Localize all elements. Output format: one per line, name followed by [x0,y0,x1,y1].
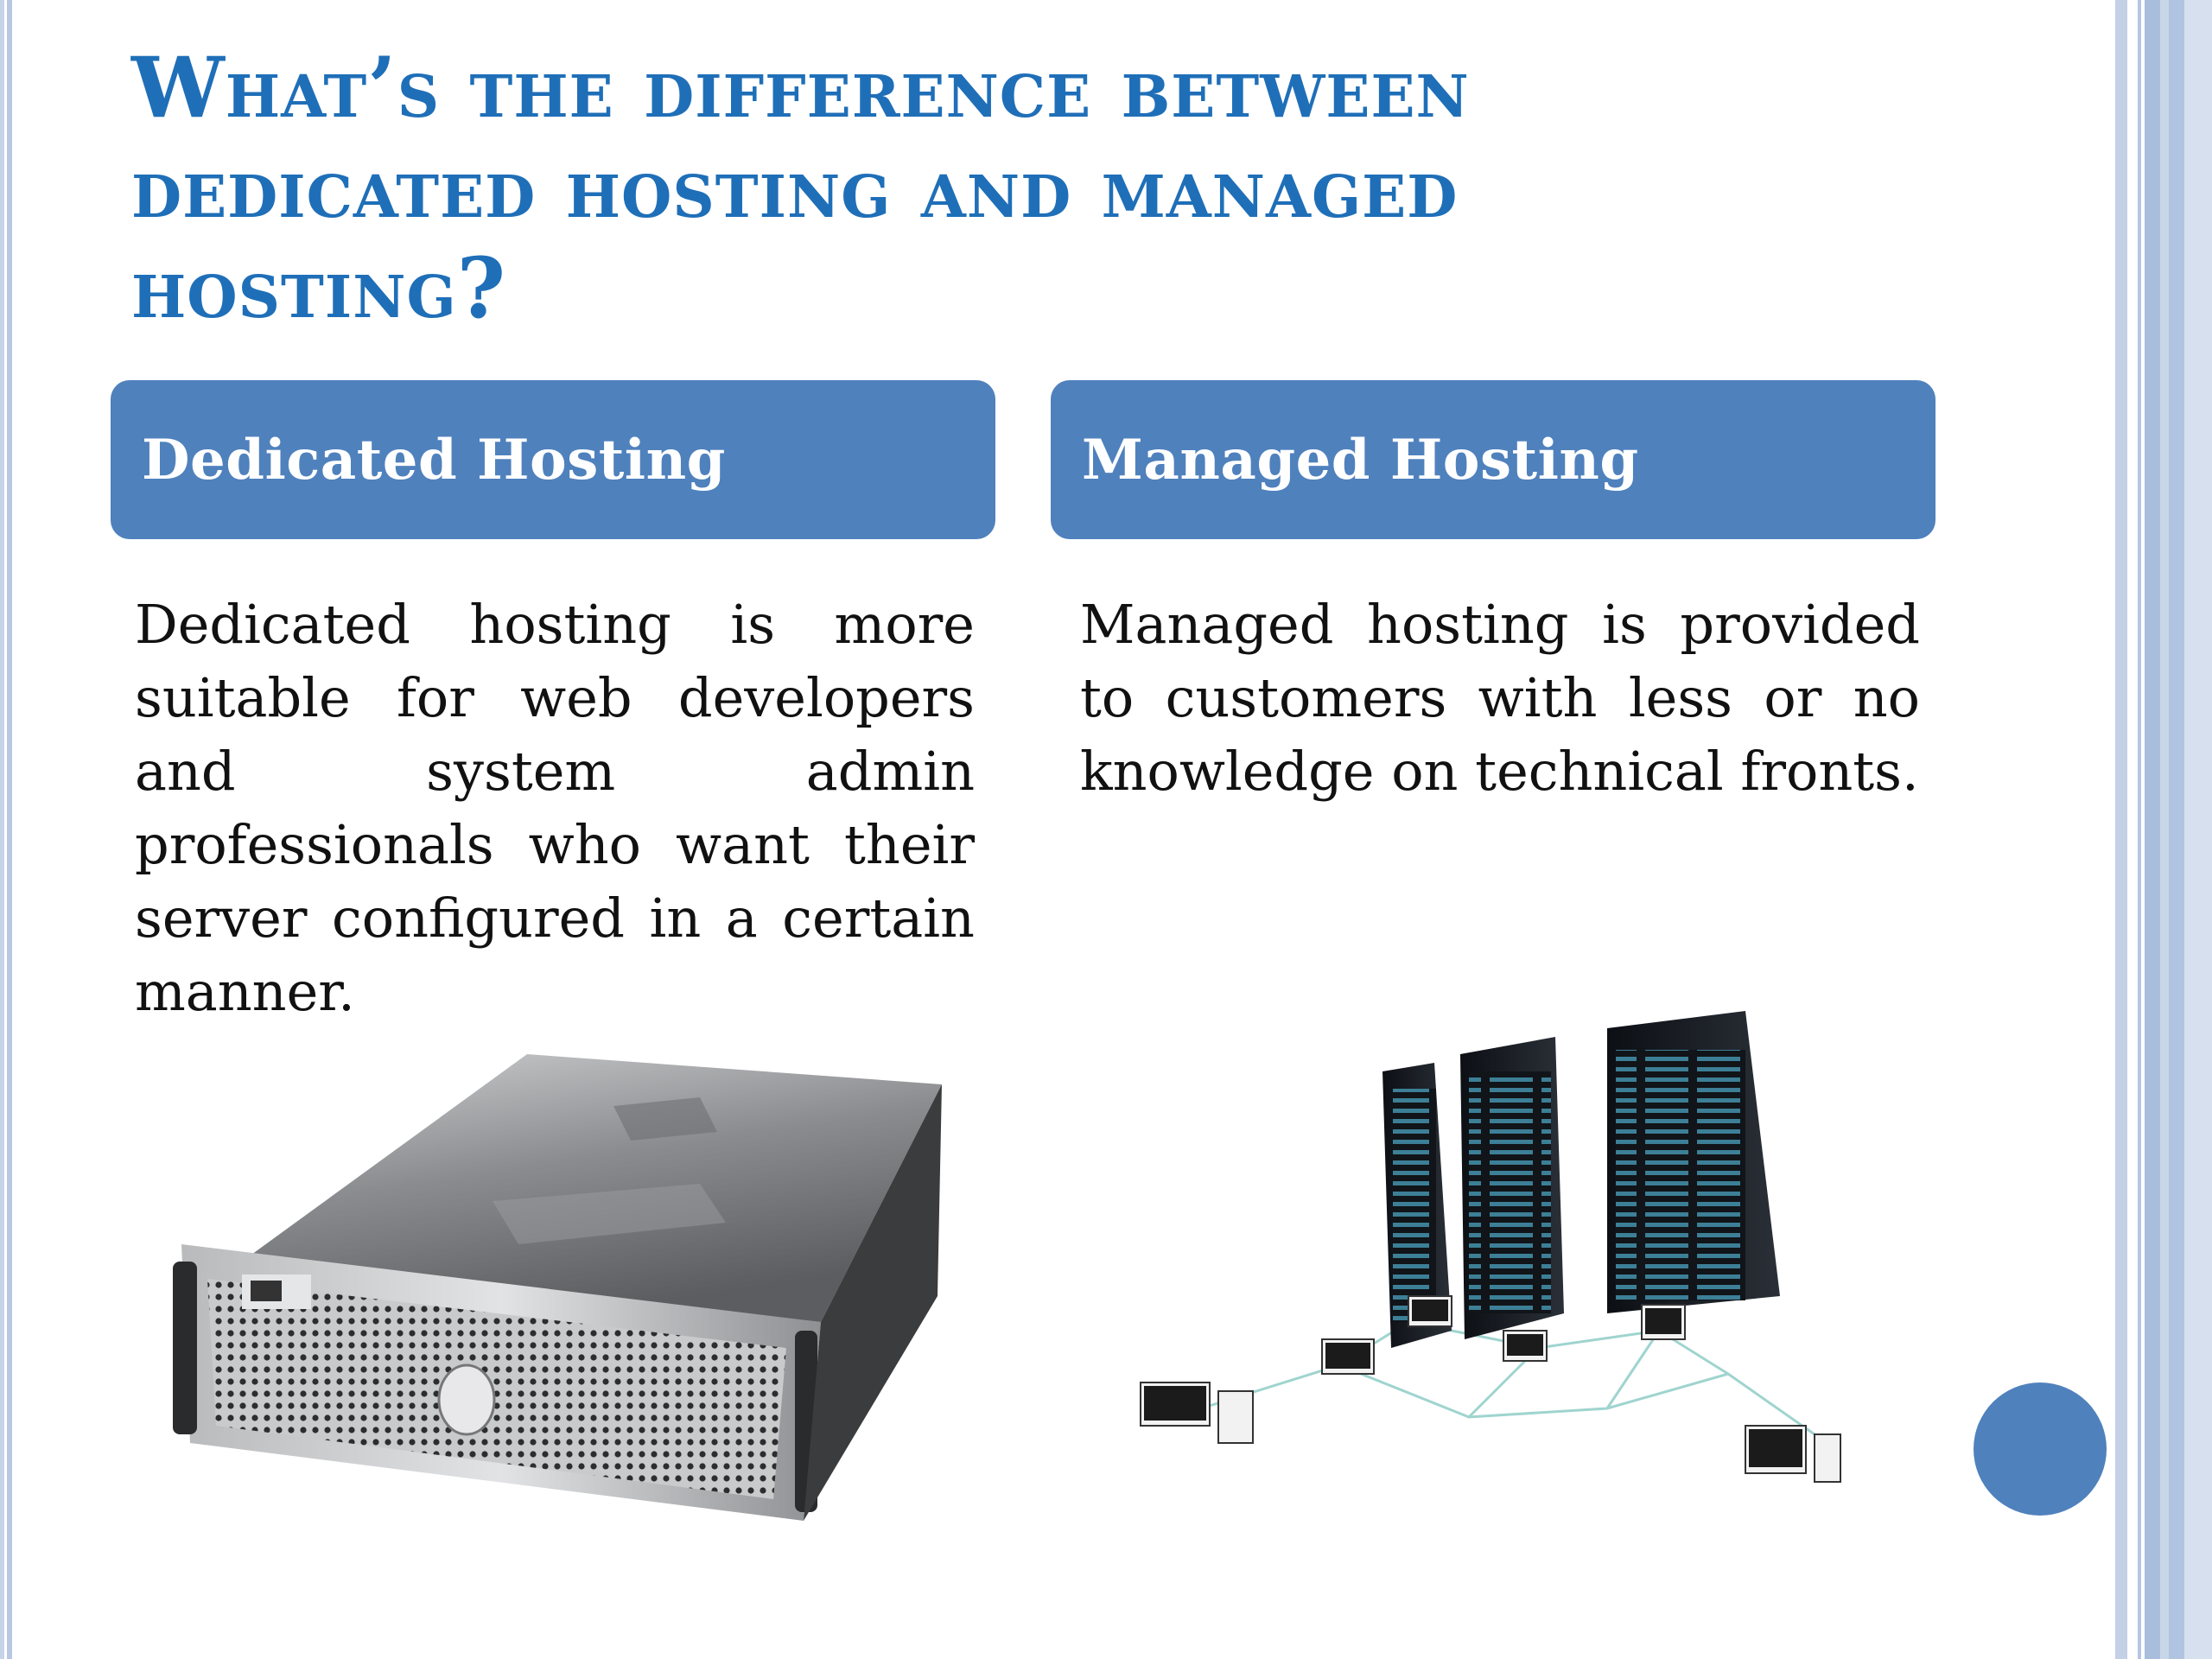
dedicated-hosting-header: Dedicated Hosting [111,380,995,539]
slide-frame-left [0,0,12,1659]
decorative-circle [1974,1382,2107,1516]
managed-hosting-header: Managed Hosting [1051,380,1936,539]
slide-title: What’s the difference between dedicated … [131,39,1470,337]
slide-frame-right [2115,0,2212,1659]
server-network-image [1140,1011,1841,1483]
dedicated-hosting-header-label: Dedicated Hosting [142,427,726,493]
managed-hosting-description: Managed hosting is provided to customers… [1080,593,1920,803]
managed-hosting-header-label: Managed Hosting [1082,427,1639,493]
rack-server-image [173,1054,942,1521]
dedicated-hosting-description: Dedicated hosting is more suitable for w… [135,593,975,1023]
